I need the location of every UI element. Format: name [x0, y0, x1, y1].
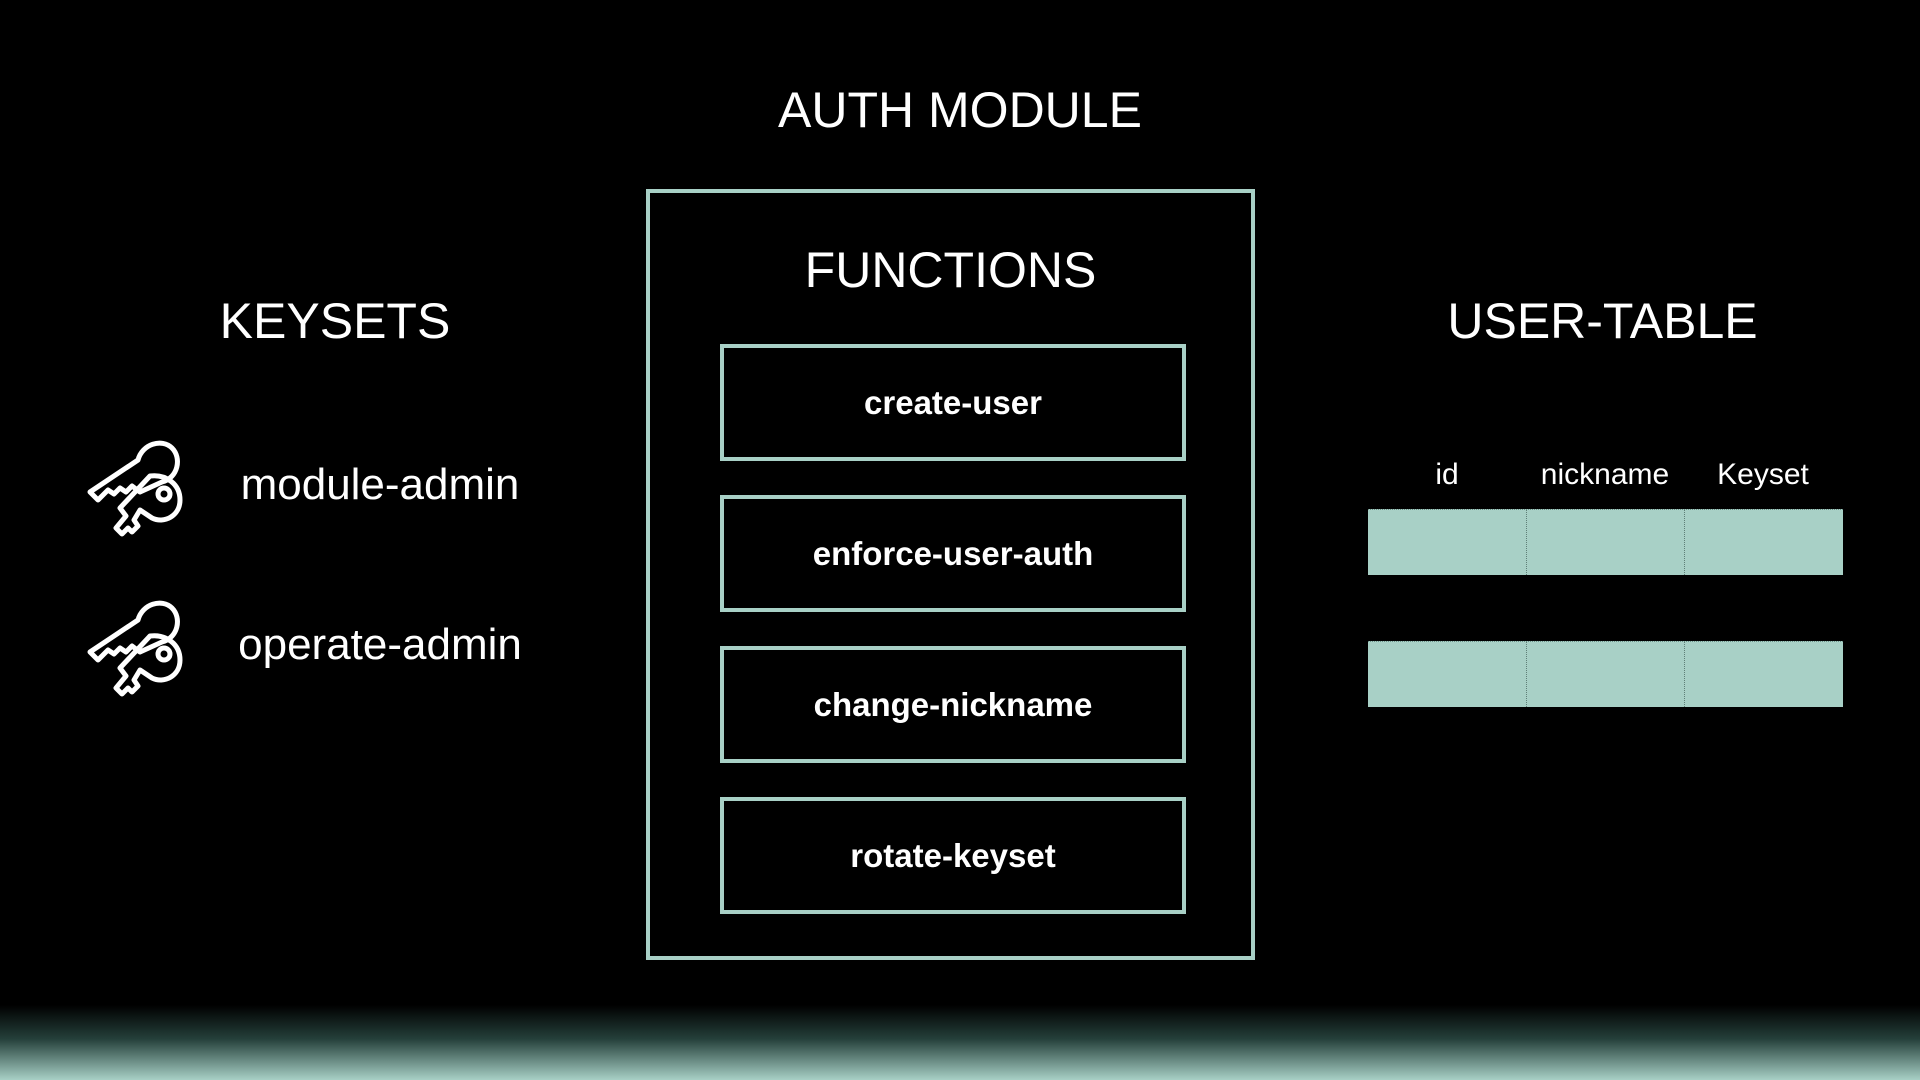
- table-cell: [1527, 642, 1686, 707]
- column-header-keyset: Keyset: [1717, 458, 1809, 491]
- bottom-gradient-glow: [0, 1005, 1920, 1080]
- keys-icon: [87, 440, 183, 537]
- function-create-user[interactable]: create-user: [720, 344, 1186, 461]
- keyset-label: module-admin: [240, 460, 520, 509]
- table-cell: [1368, 510, 1527, 575]
- table-row: [1368, 509, 1843, 575]
- table-row: [1368, 641, 1843, 707]
- table-cell: [1368, 642, 1527, 707]
- table-cell: [1685, 642, 1843, 707]
- keys-icon: [87, 600, 183, 697]
- keyset-label: operate-admin: [238, 620, 522, 669]
- table-cell: [1685, 510, 1843, 575]
- keysets-title: KEYSETS: [219, 293, 451, 349]
- keyset-item-operate-admin: operate-admin: [80, 590, 540, 700]
- function-enforce-user-auth[interactable]: enforce-user-auth: [720, 495, 1186, 612]
- keyset-item-module-admin: module-admin: [80, 430, 540, 540]
- function-change-nickname[interactable]: change-nickname: [720, 646, 1186, 763]
- auth-module-box: FUNCTIONS create-user enforce-user-auth …: [646, 189, 1255, 960]
- functions-title: FUNCTIONS: [804, 242, 1097, 298]
- user-table-title: USER-TABLE: [1447, 293, 1758, 349]
- column-header-id: id: [1435, 458, 1459, 491]
- column-header-nickname: nickname: [1540, 458, 1670, 491]
- table-cell: [1527, 510, 1686, 575]
- module-title: AUTH MODULE: [778, 82, 1142, 138]
- function-rotate-keyset[interactable]: rotate-keyset: [720, 797, 1186, 914]
